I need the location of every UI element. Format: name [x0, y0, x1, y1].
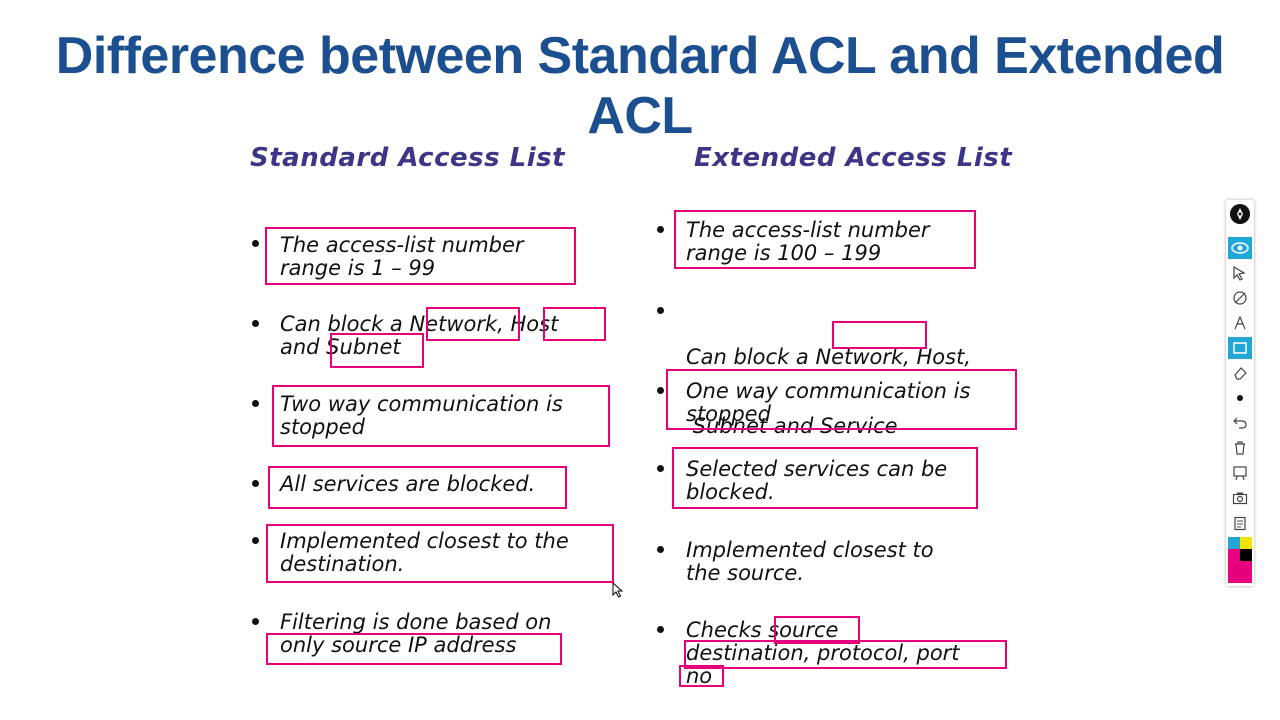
- item-line: The access-list number: [280, 233, 524, 257]
- color-swatch-yellow[interactable]: [1240, 537, 1252, 549]
- annotation-box: [666, 369, 1017, 430]
- item-line: One way communication is: [686, 379, 971, 403]
- annotation-box: [684, 640, 1007, 669]
- item-line: the source.: [686, 561, 805, 585]
- item-line: no: [686, 664, 713, 688]
- eraser-icon[interactable]: [1228, 362, 1252, 384]
- item-line: Implemented closest to the: [280, 529, 569, 553]
- list-item: Checks source destination, protocol, por…: [686, 619, 960, 688]
- item-line: Filtering is done based on: [280, 610, 552, 634]
- item-line: Two way communication is: [280, 392, 563, 416]
- annotation-box: [265, 227, 576, 285]
- item-line: stopped: [280, 415, 365, 439]
- annotation-box: [832, 321, 927, 349]
- no-pen-icon[interactable]: [1228, 287, 1252, 309]
- annotation-box: [672, 447, 978, 509]
- item-line: stopped: [686, 402, 771, 426]
- list-item: Two way communication is stopped: [280, 393, 563, 439]
- page-title: Difference between Standard ACL and Exte…: [55, 27, 1225, 145]
- item-line: Selected services can be: [686, 457, 948, 481]
- item-line: destination, protocol, port: [686, 641, 960, 665]
- dot-icon[interactable]: [1228, 387, 1252, 409]
- bullet: [252, 240, 259, 247]
- annotation-box: [679, 665, 724, 687]
- color-swatch-cyan[interactable]: [1228, 537, 1240, 549]
- clipboard-icon[interactable]: [1228, 512, 1252, 534]
- item-line: Checks source: [686, 618, 839, 642]
- text-icon[interactable]: [1228, 312, 1252, 334]
- annotation-box: [272, 385, 610, 447]
- board-icon[interactable]: [1228, 462, 1252, 484]
- annotation-toolbar: [1226, 200, 1254, 586]
- bullet: [657, 387, 664, 394]
- annotation-box: [674, 210, 976, 269]
- list-item: Can block a Network, Host, Subnet and Se…: [686, 300, 971, 484]
- item-line: All services are blocked.: [280, 472, 536, 496]
- current-color-magenta[interactable]: [1228, 561, 1252, 583]
- trash-icon[interactable]: [1228, 437, 1252, 459]
- standard-heading: Standard Access List: [250, 143, 566, 173]
- bullet: [252, 320, 259, 327]
- item-line: Subnet and Service: [686, 414, 898, 438]
- camera-icon[interactable]: [1228, 487, 1252, 509]
- bullet: [657, 226, 664, 233]
- bullet: [252, 400, 259, 407]
- item-line: Can block a Network, Host,: [686, 345, 971, 369]
- rectangle-icon[interactable]: [1228, 337, 1252, 359]
- bullet: [252, 480, 259, 487]
- item-line: range is 1 – 99: [280, 256, 436, 280]
- item-line: The access-list number: [686, 218, 930, 242]
- list-item: The access-list number range is 100 – 19…: [686, 219, 930, 265]
- list-item: All services are blocked.: [280, 473, 535, 496]
- bullet: [657, 626, 664, 633]
- bullet: [657, 307, 664, 314]
- item-line: only source IP address: [280, 633, 517, 657]
- annotation-box: [543, 307, 606, 341]
- list-item: Filtering is done based on only source I…: [280, 611, 551, 657]
- list-item: The access-list number range is 1 – 99: [280, 234, 524, 280]
- annotation-box: [266, 524, 614, 583]
- list-item: Implemented closest to the destination.: [280, 530, 569, 576]
- annotation-box: [330, 333, 424, 368]
- eye-icon[interactable]: [1228, 237, 1252, 259]
- list-item: Can block a Network, Host and Subnet: [280, 313, 558, 359]
- list-item: One way communication is stopped: [686, 380, 970, 426]
- mouse-cursor-icon: [612, 582, 624, 598]
- list-item: Selected services can be blocked.: [686, 458, 947, 504]
- item-line: range is 100 – 199: [686, 241, 882, 265]
- item-line: Implemented closest to: [686, 538, 934, 562]
- list-item: Implemented closest to the source.: [686, 539, 934, 585]
- bullet: [252, 537, 259, 544]
- color-swatch-magenta[interactable]: [1228, 549, 1240, 561]
- item-line: destination.: [280, 552, 405, 576]
- item-line: blocked.: [686, 480, 775, 504]
- annotation-box: [426, 307, 520, 341]
- item-line: and Subnet: [280, 335, 401, 359]
- pointer-icon[interactable]: [1228, 262, 1252, 284]
- item-line: Can block a Network, Host: [280, 312, 559, 336]
- extended-heading: Extended Access List: [694, 143, 1013, 173]
- annotation-box: [268, 466, 567, 509]
- pen-logo-icon[interactable]: [1228, 203, 1252, 225]
- undo-icon[interactable]: [1228, 412, 1252, 434]
- bullet: [657, 465, 664, 472]
- bullet: [657, 546, 664, 553]
- annotation-box: [266, 633, 562, 665]
- bullet: [252, 618, 259, 625]
- color-swatch-black[interactable]: [1240, 549, 1252, 561]
- annotation-box: [774, 616, 860, 644]
